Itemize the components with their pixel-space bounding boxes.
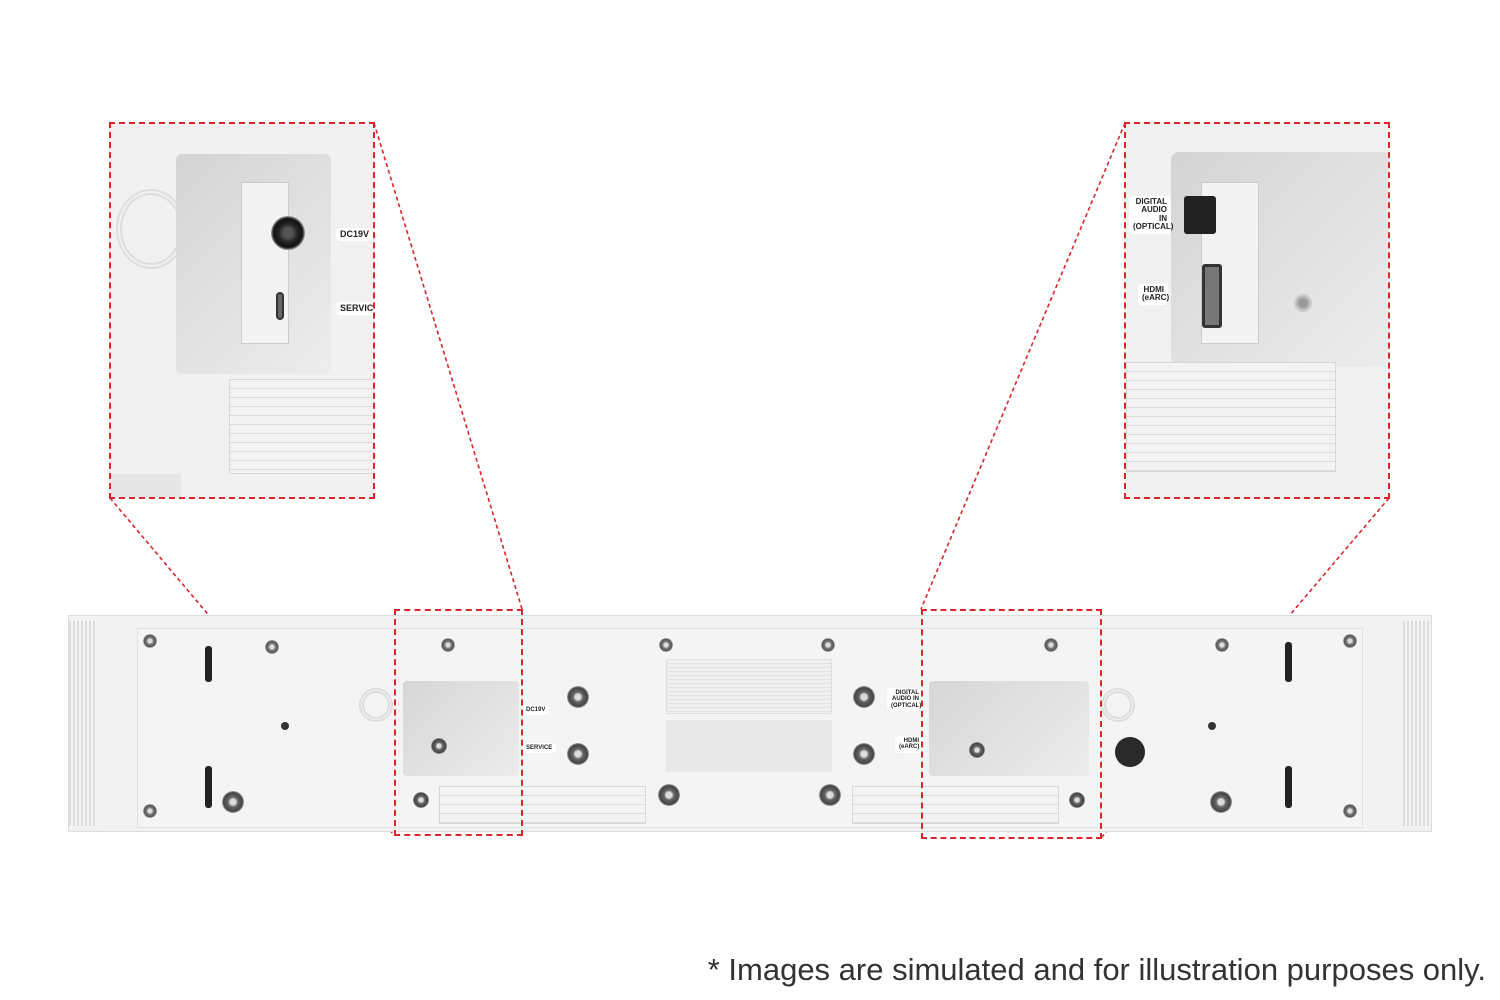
label-hdmi: HDMI (eARC) <box>1138 284 1169 305</box>
screw <box>1343 634 1357 648</box>
callout-audio-ports: DIGITAL AUDIO IN (OPTICAL) HDMI (eARC) <box>1124 122 1390 499</box>
label-service: SERVICE <box>336 302 373 316</box>
screw <box>853 686 875 708</box>
round-button <box>1115 737 1145 767</box>
screw <box>1069 792 1085 808</box>
screw <box>222 791 244 813</box>
hdmi-port <box>1202 264 1222 328</box>
label-dc19v: DC19V <box>336 228 373 242</box>
screw <box>821 638 835 652</box>
screw <box>659 638 673 652</box>
screw <box>567 686 589 708</box>
dc-jack <box>271 216 305 250</box>
left-grille <box>69 621 97 826</box>
highlight-box-audio <box>921 609 1102 839</box>
slot <box>205 766 212 808</box>
screw <box>1210 791 1232 813</box>
screw <box>1215 638 1229 652</box>
screw <box>431 738 447 754</box>
ribbed-cover <box>1126 362 1336 472</box>
left-port-recess <box>403 681 519 776</box>
usb-c-port <box>276 292 284 320</box>
slot <box>1285 766 1292 808</box>
ribbed-cover <box>439 786 646 824</box>
label-hdmi: HDMI (eARC) <box>895 736 923 753</box>
right-port-recess <box>929 681 1089 776</box>
callout-power-ports: DC19V SERVICE <box>109 122 375 499</box>
screw <box>658 784 680 806</box>
label-service: SERVICE <box>522 743 557 754</box>
mount-ring <box>359 688 393 722</box>
disclaimer-footnote: * Images are simulated and for illustrat… <box>707 952 1486 987</box>
screw <box>1343 804 1357 818</box>
ribbed-cover <box>229 379 373 474</box>
ribbed-cover <box>852 786 1059 824</box>
right-grille <box>1403 621 1431 826</box>
slot <box>1285 642 1292 682</box>
screw <box>567 743 589 765</box>
screw <box>441 638 455 652</box>
label-plate <box>666 720 832 772</box>
warning-label <box>666 659 832 714</box>
screw <box>265 640 279 654</box>
body-edge <box>111 474 181 497</box>
optical-port <box>1184 196 1216 234</box>
screw <box>143 634 157 648</box>
screw <box>819 784 841 806</box>
screw <box>1044 638 1058 652</box>
mount-ring <box>1101 688 1135 722</box>
screw <box>853 743 875 765</box>
label-optical: DIGITAL AUDIO IN (OPTICAL) <box>1129 196 1173 234</box>
screw <box>969 742 985 758</box>
label-dc19v: DC19V <box>522 705 550 716</box>
port-plate <box>241 182 289 344</box>
label-optical: DIGITAL AUDIO IN (OPTICAL) <box>887 688 923 711</box>
screw-hole <box>1294 294 1312 312</box>
soundbar-back: DC19V SERVICE DIGITAL AUDIO IN (OPTICAL)… <box>68 615 1432 832</box>
slot <box>205 646 212 682</box>
screw <box>143 804 157 818</box>
screw <box>413 792 429 808</box>
hole <box>1208 722 1216 730</box>
highlight-box-power <box>394 609 523 836</box>
hole <box>281 722 289 730</box>
